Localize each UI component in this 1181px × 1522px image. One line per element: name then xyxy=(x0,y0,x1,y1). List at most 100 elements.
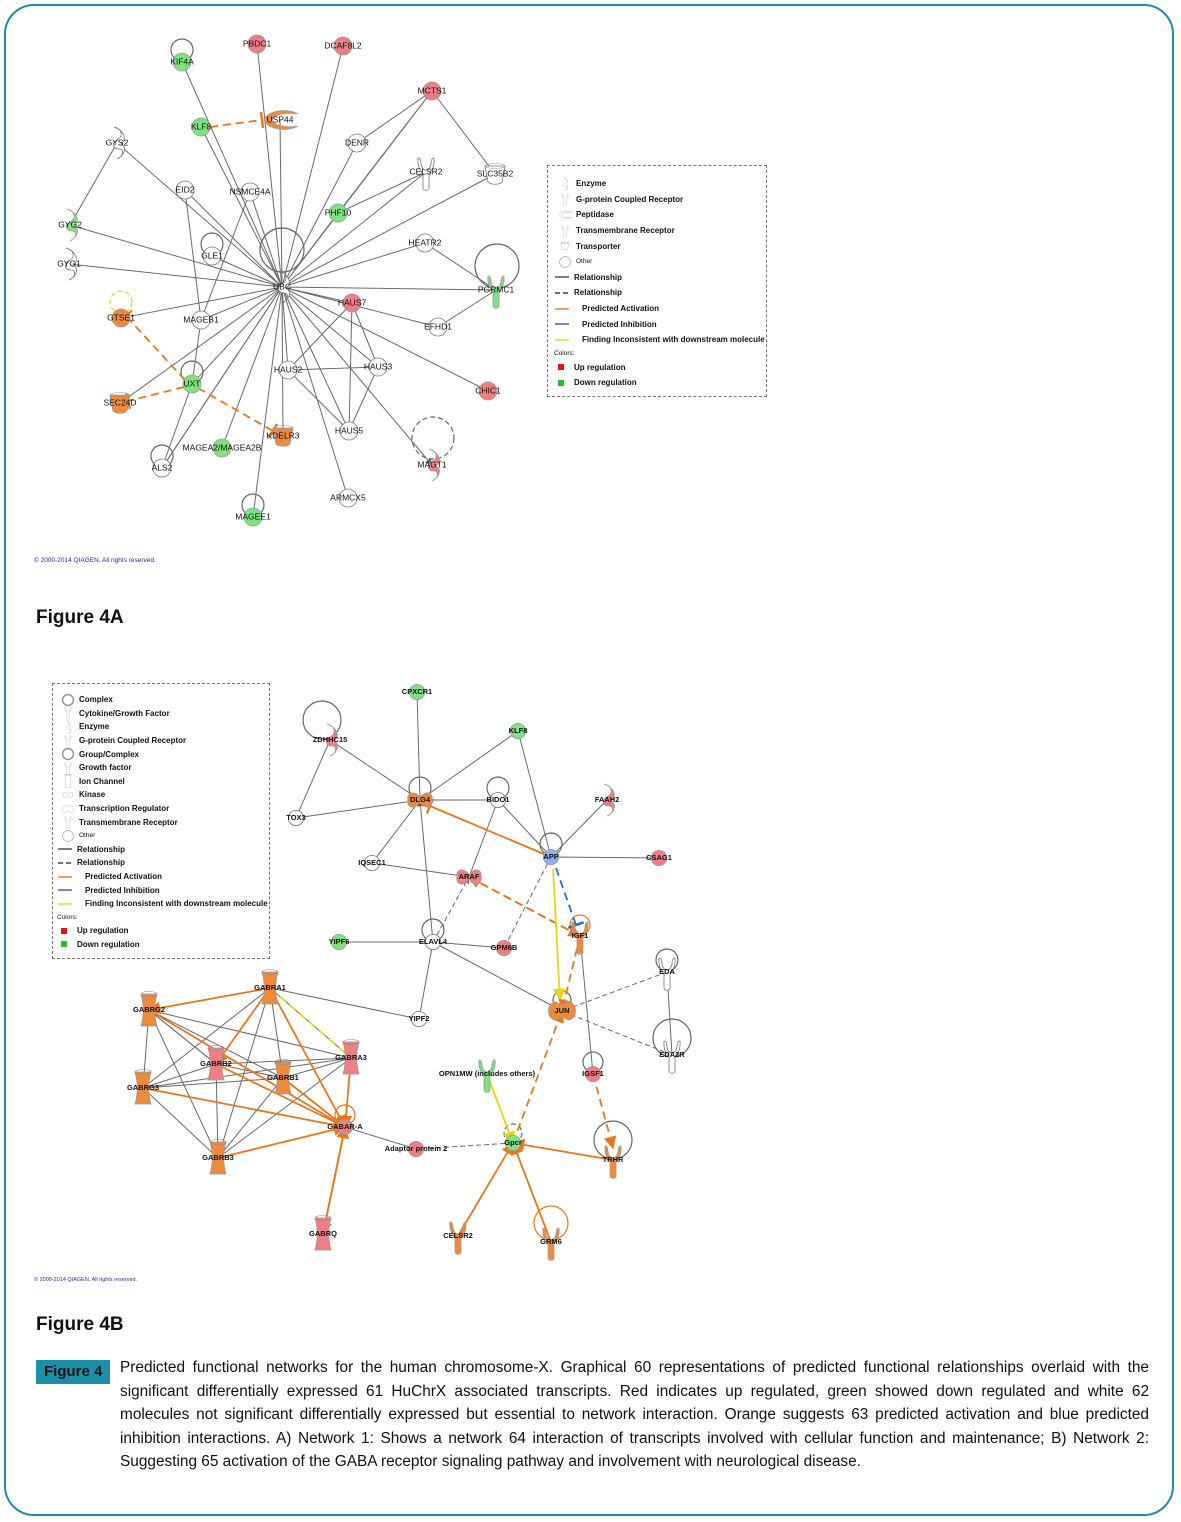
node-label: UXT xyxy=(184,378,201,388)
node-kif4a[interactable]: KIF4A xyxy=(170,52,194,72)
node-nsmce4a[interactable]: NSMCE4A xyxy=(229,182,271,202)
node-grm6[interactable]: GRM6 xyxy=(540,1227,562,1261)
node-label: EDA2R xyxy=(659,1050,685,1059)
node-label: ZDHHC15 xyxy=(313,735,348,744)
node-gyg1[interactable]: GYG1 xyxy=(57,247,81,281)
legend-label: Transporter xyxy=(576,241,621,251)
edge xyxy=(221,286,283,449)
node-araf[interactable]: ARAF xyxy=(456,869,482,885)
node-eid2[interactable]: EID2 xyxy=(176,180,195,200)
node-igf1[interactable]: IGF1 xyxy=(571,921,589,955)
node-gabrb2[interactable]: GABRB2 xyxy=(200,1045,232,1081)
node-heatr2[interactable]: HEATR2 xyxy=(409,233,442,253)
node-label: GABRG3 xyxy=(127,1083,159,1092)
node-gabrq[interactable]: GABRQ xyxy=(309,1215,337,1251)
node-dcaf8l2[interactable]: DCAF8L2 xyxy=(324,36,362,56)
node-gyg2[interactable]: GYG2 xyxy=(58,208,82,242)
node-zdhhc15[interactable]: ZDHHC15 xyxy=(313,723,348,757)
node-sec24d[interactable]: SEC24D xyxy=(103,392,137,414)
node-faah2[interactable]: FAAH2 xyxy=(595,783,620,817)
node-tox3[interactable]: TOX3 xyxy=(286,809,306,827)
node-app[interactable]: APP xyxy=(542,848,560,866)
node-gpcr[interactable]: Gpcr xyxy=(504,1134,522,1152)
node-csag1[interactable]: CSAG1 xyxy=(646,849,672,867)
legend-label: Predicted Activation xyxy=(582,304,660,314)
node-magee1[interactable]: MAGEE1 xyxy=(235,507,271,527)
node-dlg4[interactable]: DLG4 xyxy=(407,792,433,808)
node-iqsec1[interactable]: IQSEC1 xyxy=(358,854,386,872)
node-mageb1[interactable]: MAGEB1 xyxy=(183,310,219,330)
node-chic1[interactable]: CHIC1 xyxy=(475,381,501,401)
node-gabrg2[interactable]: GABRG2 xyxy=(133,991,165,1027)
node-gabra1[interactable]: GABRA1 xyxy=(254,969,286,1005)
node-uxt[interactable]: UXT xyxy=(182,374,202,394)
node-gys2[interactable]: GYS2 xyxy=(106,126,129,160)
node-trhr[interactable]: TRHR xyxy=(603,1145,624,1179)
legend-label: Down regulation xyxy=(77,939,140,949)
edge xyxy=(281,142,358,288)
group-complex-icon xyxy=(57,747,79,761)
node-magea2[interactable]: MAGEA2/MAGEA2B xyxy=(183,438,262,458)
node-label: Adaptor protein 2 xyxy=(385,1144,448,1153)
node-cpxcr1[interactable]: CPXCR1 xyxy=(402,683,432,701)
node-label: GABAR-A xyxy=(327,1122,363,1131)
node-klf8[interactable]: KLF8 xyxy=(191,117,212,137)
node-label: CSAG1 xyxy=(646,853,672,862)
node-gle1[interactable]: GLE1 xyxy=(201,246,223,266)
legend-label: Transmembrane Receptor xyxy=(576,226,675,236)
node-gtse1[interactable]: GTSE1 xyxy=(107,308,135,328)
node-celsr2[interactable]: CELSR2 xyxy=(409,157,443,191)
node-mcts1[interactable]: MCTS1 xyxy=(418,81,447,101)
node-gabrb3[interactable]: GABRB3 xyxy=(202,1139,234,1175)
node-magt1[interactable]: MAGT1 xyxy=(417,448,447,482)
node-haus3[interactable]: HAUS3 xyxy=(364,357,393,377)
edge xyxy=(281,286,379,368)
edge xyxy=(348,302,353,432)
node-gabrb1[interactable]: GABRB1 xyxy=(267,1059,299,1095)
activation-line-icon xyxy=(58,875,72,878)
node-phf10[interactable]: PHF10 xyxy=(325,203,352,223)
edge xyxy=(468,799,499,878)
node-elavl4[interactable]: ELAVL4 xyxy=(419,933,448,951)
edge xyxy=(337,171,427,214)
node-slc35b2[interactable]: SLC35B2 xyxy=(477,163,514,185)
node-gabra3[interactable]: GABRA3 xyxy=(335,1039,367,1075)
other-icon xyxy=(554,255,576,269)
node-usp44[interactable]: USP44 xyxy=(263,110,299,130)
node-haus7[interactable]: HAUS7 xyxy=(338,293,367,313)
node-label: HAUS7 xyxy=(338,297,367,307)
node-eda[interactable]: EDA xyxy=(658,957,676,991)
edge xyxy=(287,369,350,432)
node-gabara[interactable]: GABAR-A xyxy=(327,1118,363,1136)
node-kdelr3[interactable]: KDELR3 xyxy=(266,425,300,447)
edge xyxy=(184,189,202,321)
node-pgrmc1[interactable]: PGRMC1 xyxy=(478,275,515,309)
node-label: YIPF6 xyxy=(329,937,350,946)
edge xyxy=(517,730,553,858)
node-opn1mw[interactable]: OPN1MW (includes others) xyxy=(439,1059,536,1093)
node-als2[interactable]: ALS2 xyxy=(152,458,173,478)
node-celsr2[interactable]: CELSR2 xyxy=(443,1221,473,1255)
node-adaptor2[interactable]: Adaptor protein 2 xyxy=(385,1140,448,1158)
node-gabrg3[interactable]: GABRG3 xyxy=(127,1069,159,1105)
edge xyxy=(191,286,283,385)
node-pbdc1[interactable]: PBDC1 xyxy=(243,34,272,54)
node-eda2r[interactable]: EDA2R xyxy=(659,1040,685,1074)
edge xyxy=(371,862,470,878)
node-armcx5[interactable]: ARMCX5 xyxy=(330,488,366,508)
node-klf8[interactable]: KLF8 xyxy=(509,722,528,740)
node-haus5[interactable]: HAUS5 xyxy=(335,421,364,441)
node-yipf2[interactable]: YIPF2 xyxy=(409,1010,430,1028)
node-ubc[interactable]: UBC xyxy=(273,270,291,304)
node-bido1[interactable]: BIDO1 xyxy=(487,791,510,809)
self-loop xyxy=(411,416,455,460)
edge xyxy=(184,189,283,288)
node-gpm6b[interactable]: GPM6B xyxy=(491,939,518,957)
node-yipf6[interactable]: YIPF6 xyxy=(329,933,350,951)
node-haus2[interactable]: HAUS2 xyxy=(274,360,303,380)
node-denr[interactable]: DENR xyxy=(345,133,369,153)
node-jun[interactable]: JUN xyxy=(548,1001,576,1021)
node-efhd1[interactable]: EFHD1 xyxy=(424,317,452,337)
node-igsf1[interactable]: IGSF1 xyxy=(582,1065,604,1083)
